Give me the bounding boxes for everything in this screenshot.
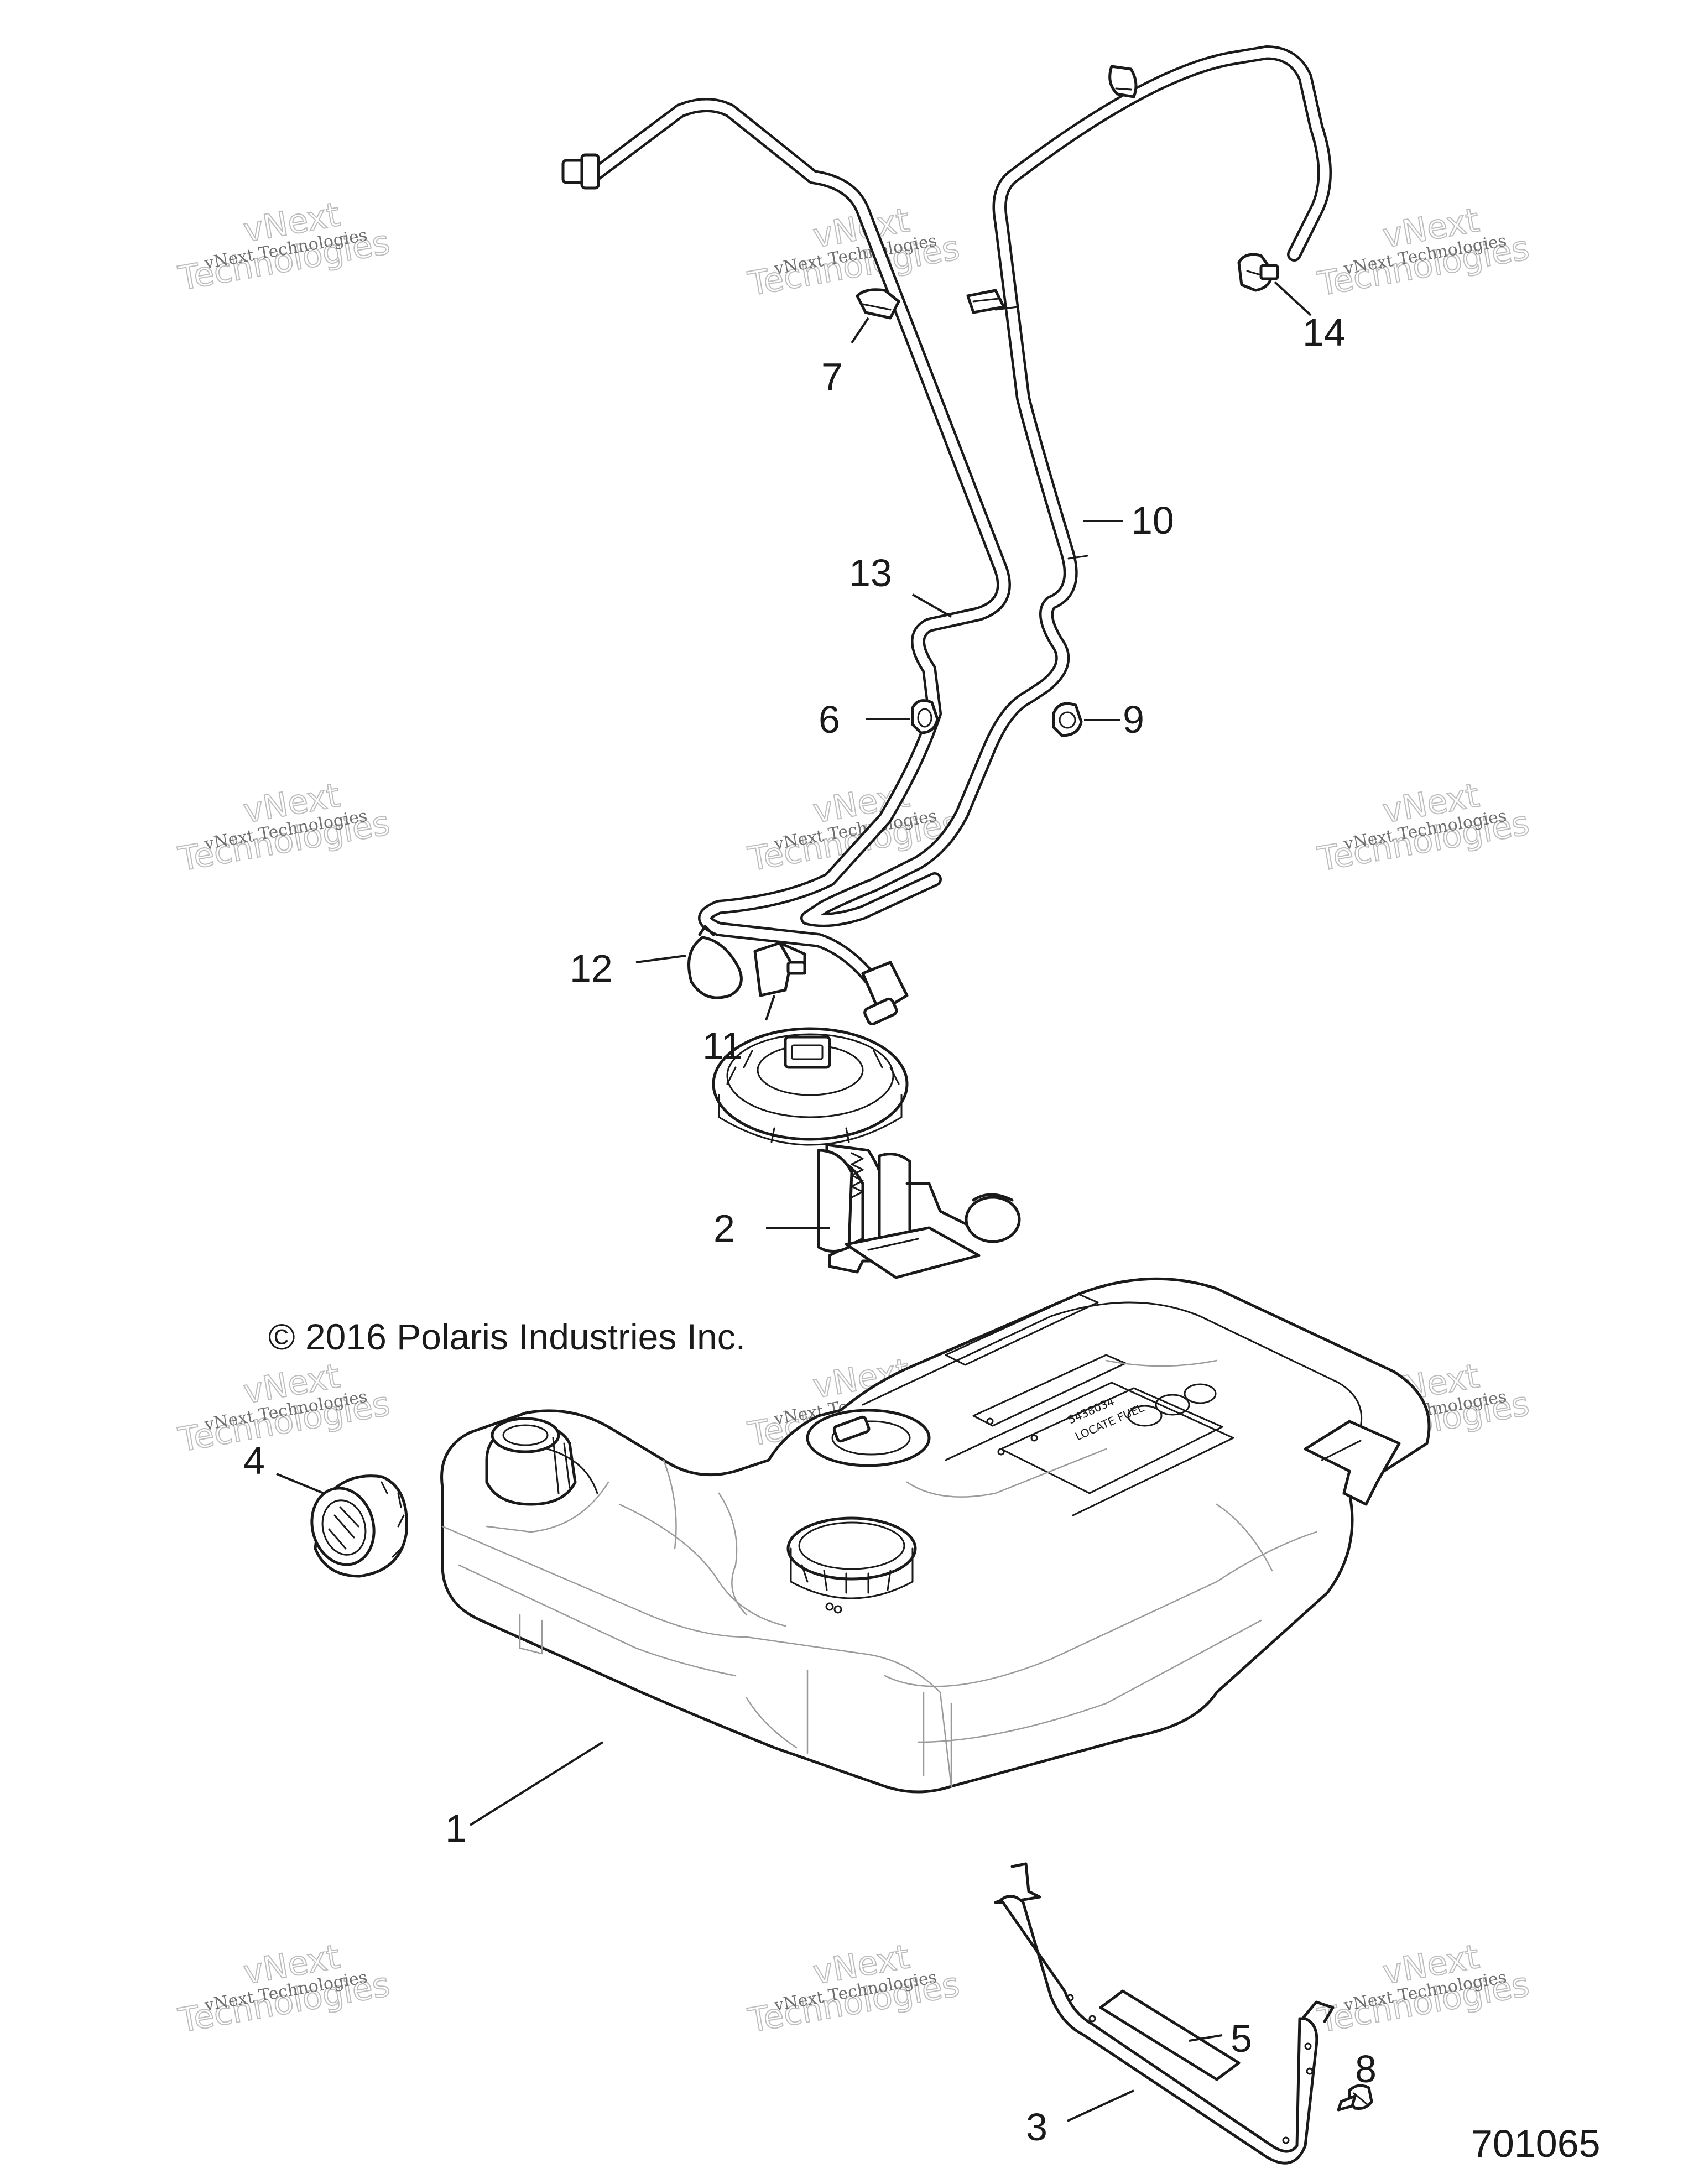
watermark-11: vNext Technologies vNext Technologies xyxy=(744,1937,963,2041)
clamp-ring-12 xyxy=(687,925,743,999)
clip-top xyxy=(1108,65,1138,98)
bolt-8 xyxy=(1337,2084,1373,2112)
clip-9 xyxy=(1052,702,1083,737)
tank-strap-3 xyxy=(994,1862,1335,2165)
leader-4 xyxy=(276,1473,324,1494)
clip-14 xyxy=(1237,253,1279,292)
leader-3 xyxy=(1067,2089,1134,2122)
watermark-3: vNext Technologies vNext Technologies xyxy=(1314,200,1533,304)
watermark-6: vNext Technologies vNext Technologies xyxy=(1314,775,1533,879)
clip-7 xyxy=(856,288,900,320)
tank-label-area xyxy=(1000,1387,1223,1494)
callouts: 1 2 3 4 5 6 7 8 9 10 11 12 13 14 xyxy=(243,311,1377,2149)
leader-12 xyxy=(635,955,686,963)
watermark-7: vNext Technologies vNext Technologies xyxy=(175,1356,393,1460)
hose-10-band-2 xyxy=(1067,555,1088,560)
fuel-cap-4 xyxy=(310,1474,408,1578)
leader-13 xyxy=(912,593,952,618)
watermark-4: vNext Technologies vNext Technologies xyxy=(175,775,393,879)
drawing-number: 701065 xyxy=(1471,2122,1601,2165)
leader-lines xyxy=(276,281,1367,2122)
strap-pad-5 xyxy=(1099,1989,1241,2081)
watermark-10: vNext Technologies vNext Technologies xyxy=(175,1937,393,2041)
callout-12: 12 xyxy=(570,947,613,990)
callout-9: 9 xyxy=(1123,698,1144,741)
hose-10-band xyxy=(994,306,1019,311)
leader-5 xyxy=(1189,2034,1223,2042)
hose-13-fitting-collar xyxy=(580,153,600,190)
callout-7: 7 xyxy=(821,355,843,398)
callout-11: 11 xyxy=(702,1024,743,1067)
leader-11 xyxy=(765,995,775,1021)
clip-hose-10-upper xyxy=(966,289,1005,314)
callout-3: 3 xyxy=(1026,2105,1047,2149)
quick-connector xyxy=(861,961,909,1026)
callout-13: 13 xyxy=(849,551,892,595)
callout-6: 6 xyxy=(819,698,840,741)
watermark-2: vNext Technologies vNext Technologies xyxy=(744,200,963,304)
callout-1: 1 xyxy=(445,1807,467,1850)
clip-6 xyxy=(911,699,939,734)
watermark-1: vNext Technologies vNext Technologies xyxy=(175,195,393,299)
fuel-tank-1: 5438034 LOCATE FUEL xyxy=(440,1277,1431,1794)
callout-2: 2 xyxy=(713,1207,735,1250)
leader-1 xyxy=(469,1741,604,1826)
fuel-pump-assembly-2 xyxy=(712,1027,1021,1279)
clip-11 xyxy=(753,941,806,997)
callout-10: 10 xyxy=(1131,499,1174,542)
callout-8: 8 xyxy=(1355,2047,1377,2091)
leader-7 xyxy=(851,317,869,344)
leader-14 xyxy=(1274,281,1312,316)
hose-10 xyxy=(800,45,1332,927)
callout-4: 4 xyxy=(243,1439,265,1482)
callout-5: 5 xyxy=(1231,2017,1252,2060)
copyright-notice: © 2016 Polaris Industries Inc. xyxy=(268,1316,746,1357)
watermark-12: vNext Technologies vNext Technologies xyxy=(1314,1937,1533,2041)
callout-14: 14 xyxy=(1302,311,1346,354)
